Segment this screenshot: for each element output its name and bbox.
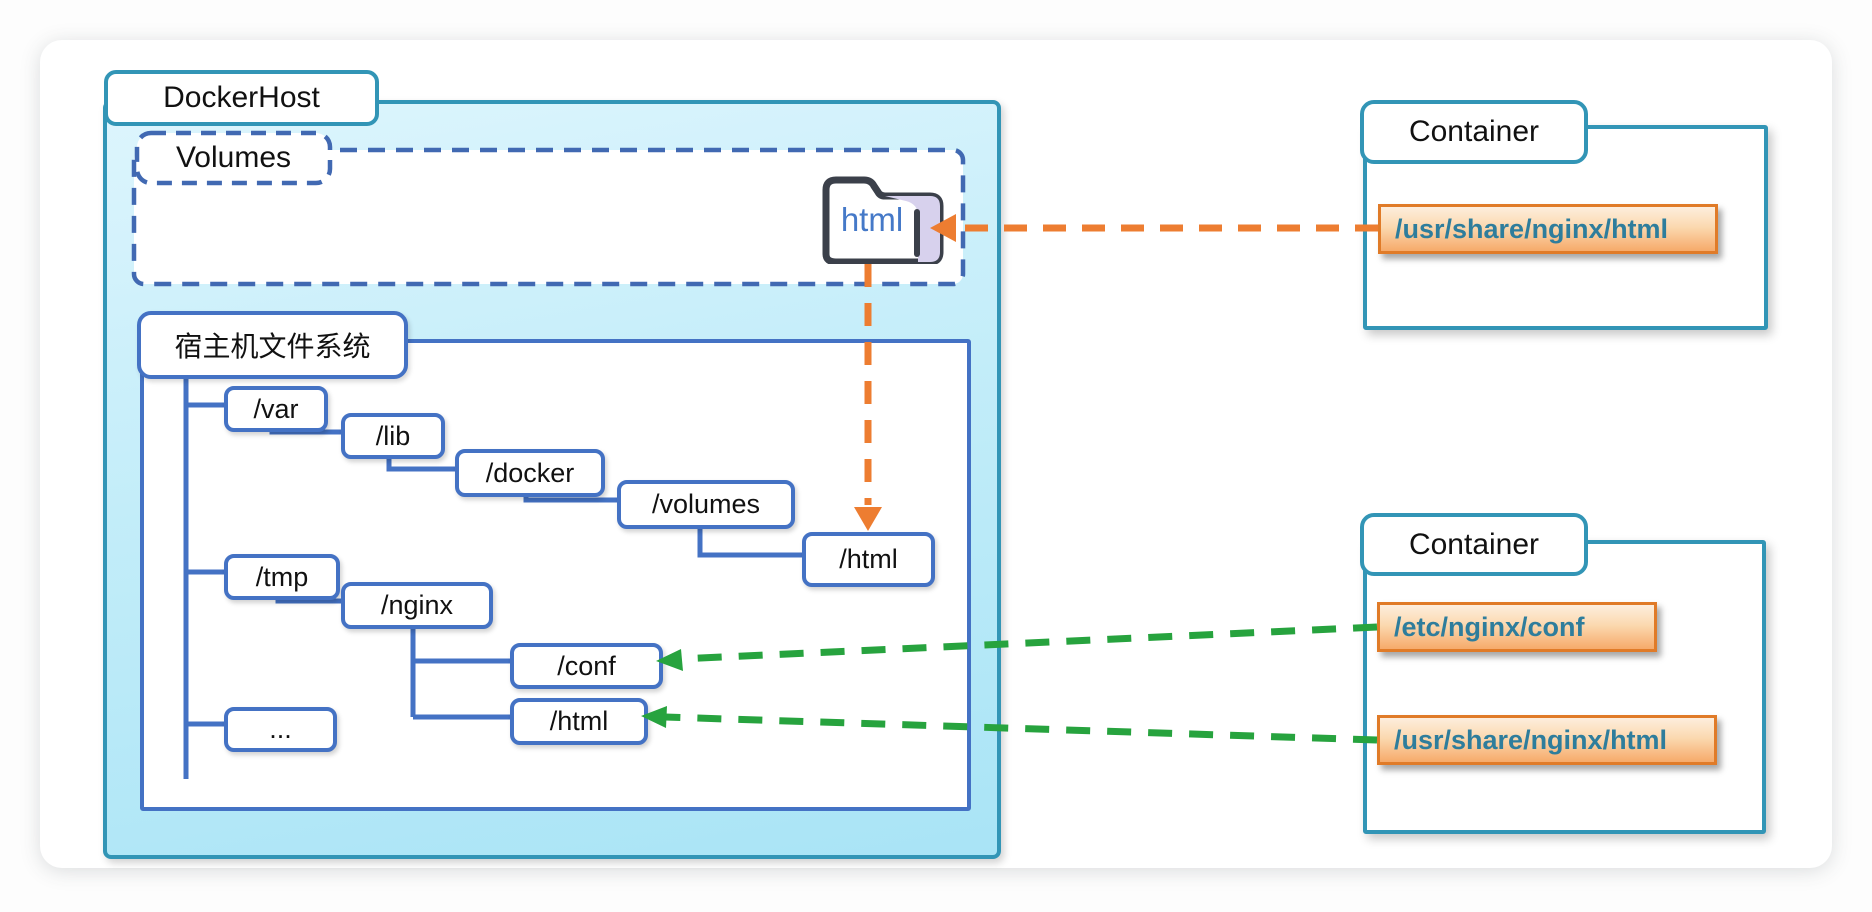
- tree-node-html-under-nginx: /html: [510, 698, 648, 745]
- container-2-label: Container: [1360, 513, 1588, 576]
- tree-node-html-under-volumes: /html: [802, 532, 935, 587]
- container-1-label: Container: [1360, 100, 1588, 164]
- container-2-box: [1363, 540, 1766, 834]
- dockerhost-label-text: DockerHost: [163, 81, 320, 114]
- tree-node-conf: /conf: [510, 643, 663, 689]
- host-filesystem-label-text: 宿主机文件系统: [174, 331, 371, 362]
- tree-node-tmp: /tmp: [224, 554, 340, 600]
- dockerhost-label: DockerHost: [104, 70, 379, 126]
- container-2-mount-path-html: /usr/share/nginx/html: [1377, 715, 1717, 765]
- tree-node-lib: /lib: [341, 413, 445, 459]
- volumes-label-text: Volumes: [175, 141, 292, 174]
- tree-node-ellipsis: ...: [224, 707, 337, 752]
- tree-node-docker: /docker: [455, 449, 605, 497]
- container-2-mount-path-conf: /etc/nginx/conf: [1377, 602, 1657, 652]
- container-1-mount-path: /usr/share/nginx/html: [1378, 204, 1718, 254]
- volume-folder-name: html: [840, 201, 904, 238]
- tree-node-var: /var: [224, 386, 328, 432]
- host-filesystem-label: 宿主机文件系统: [137, 311, 408, 379]
- tree-node-nginx: /nginx: [341, 582, 493, 629]
- volumes-label: Volumes: [137, 133, 330, 183]
- tree-node-volumes: /volumes: [617, 480, 795, 529]
